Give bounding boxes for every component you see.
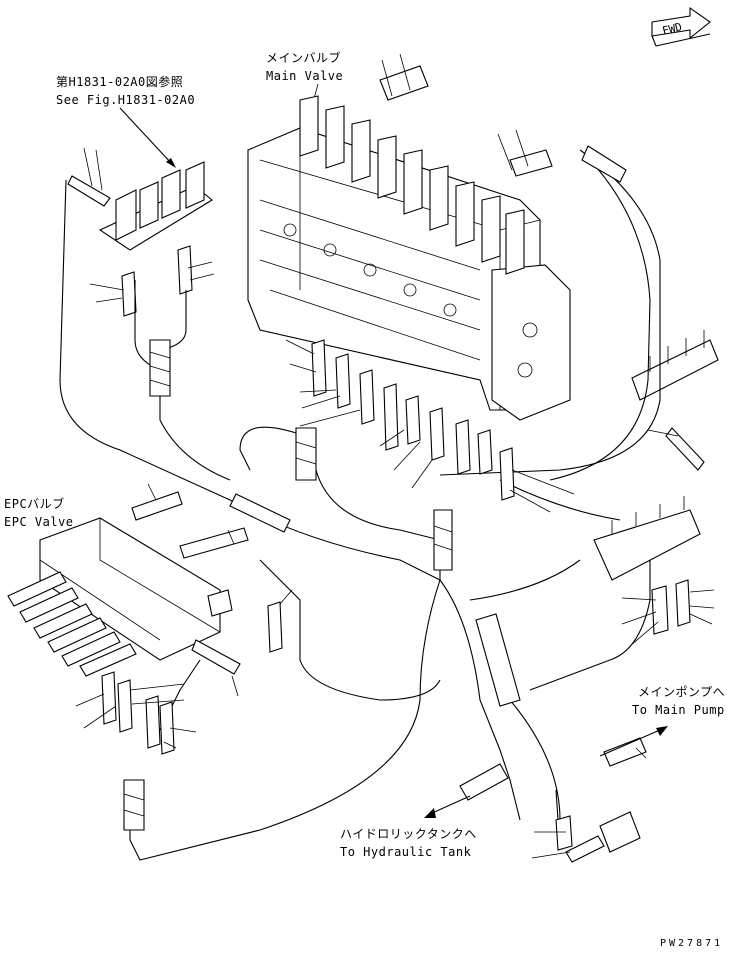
epc-valve-label-en: EPC Valve	[4, 515, 74, 529]
main-valve-label-en: Main Valve	[266, 69, 343, 83]
manifold-right-lower	[593, 496, 701, 635]
main-valve-label-jp: メインバルブ	[266, 50, 341, 65]
tank-label-en: To Hydraulic Tank	[340, 845, 472, 859]
lower-right-fitting	[555, 789, 641, 863]
see-fig-arrow	[119, 107, 176, 168]
epc-valve-label-jp: EPCバルブ	[4, 496, 65, 511]
hose-routing	[59, 149, 661, 861]
epc-valve-assembly	[7, 491, 249, 677]
hose-sleeves	[123, 145, 627, 831]
main-pump-label-en: To Main Pump	[632, 703, 725, 717]
main-valve-assembly	[247, 53, 571, 421]
fwd-arrow: FWD	[651, 6, 711, 47]
leader-lines	[75, 261, 715, 859]
to-main-pump-arrow	[599, 726, 668, 757]
tank-label-jp: ハイドロリックタンクへ	[340, 827, 477, 841]
see-fig-label-en: See Fig.H1831-02A0	[56, 93, 195, 107]
tank-fitting	[459, 763, 509, 801]
to-hydraulic-tank-arrow	[424, 795, 471, 818]
manifold-right-upper	[631, 330, 719, 471]
drawing-number: PW27871	[660, 938, 723, 949]
see-fig-label-jp: 第H1831-02A0図参照	[56, 74, 183, 89]
hose-fittings	[101, 339, 515, 755]
pump-fitting	[603, 737, 647, 767]
ppc-manifold-top-left	[67, 147, 213, 317]
fwd-text: FWD	[661, 20, 683, 37]
main-pump-label-jp: メインポンプへ	[638, 685, 725, 699]
